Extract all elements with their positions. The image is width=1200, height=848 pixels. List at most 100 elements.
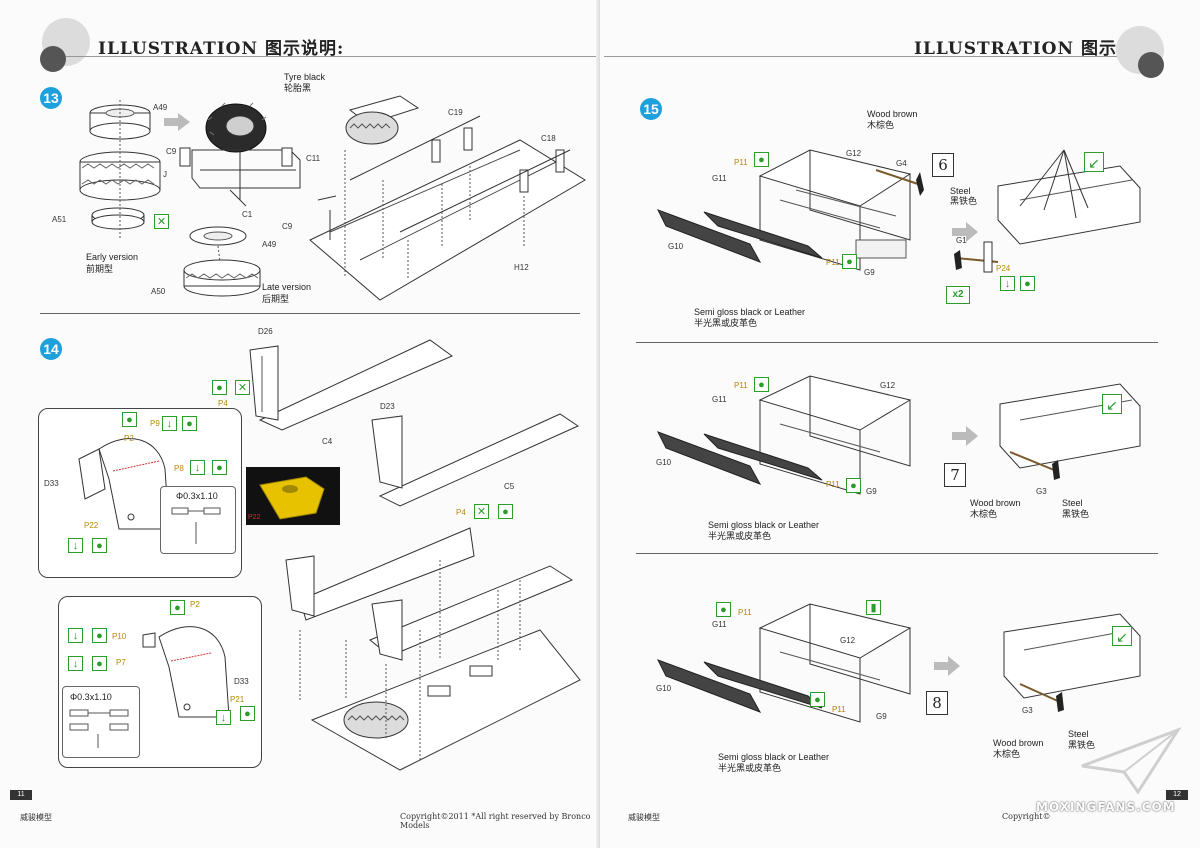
part-label-p10: P10 [112,632,127,641]
step-number-15: 15 [640,98,662,120]
part-label-h12: H12 [514,263,529,272]
glue-arrow-icon: ↓ [190,460,205,475]
paint-drop-icon: ● [212,380,227,395]
part-label-g4: G4 [896,159,907,168]
part-label-c19: C19 [448,108,463,117]
part-label-c1: C1 [242,210,253,219]
wood-brown-label-row1: Wood brown [867,109,918,119]
early-version-label-cn: 前期型 [86,264,114,274]
part-label-c9-left: C9 [166,147,177,156]
paint-drop-icon: ● [240,706,255,721]
part-label-d23: D23 [380,402,395,411]
swatch-part-label: P22 [248,514,261,521]
pin-dimension-upper-drawing [171,507,221,544]
steel-label-row1-cn: 黑铁色 [950,196,978,206]
steel-label-row1: Steel [950,186,971,196]
inset-upper-drawing [78,438,170,530]
part-label-g3-row2: G3 [1036,487,1047,496]
glue-arrow-icon: ↓ [68,656,83,671]
part-label-p11-row2-bottom: P11 [826,480,840,489]
part-label-c4: C4 [322,437,333,446]
wood-brown-label-row2-cn: 木棕色 [970,509,998,519]
brand-right: 威骏模型 [628,813,660,822]
steel-label-row3: Steel [1068,729,1089,739]
part-label-g12-row2: G12 [880,381,896,390]
part-label-g9-row1: G9 [864,268,875,277]
multi-glue-icon: ↙ [1084,152,1104,172]
page-number-left: 11 [10,790,32,800]
paint-drop-icon: ● [498,504,513,519]
semi-gloss-label-row2: Semi gloss black or Leather [708,520,820,530]
part-label-p11-row1-top: P11 [734,158,748,167]
step-number-13: 13 [40,87,62,109]
part-label-a50: A50 [151,287,166,296]
part-label-g9-row2: G9 [866,487,877,496]
header-rule-left [66,56,596,57]
step14-diagram [249,339,581,771]
semi-gloss-label-row1-cn: 半光黑或皮革色 [694,318,758,328]
section-divider-row2-row3 [636,553,1158,554]
part-label-p22: P22 [84,521,99,530]
part-label-p11-row2-top: P11 [734,381,748,390]
part-label-a51: A51 [52,215,67,224]
part-label-g11-row3: G11 [712,620,727,629]
part-label-d26: D26 [258,327,273,336]
section-divider-13-14 [40,313,580,314]
cement-icon: ✕ [154,214,169,229]
tyre-black-label: Tyre black [284,72,326,82]
page-title-left: ILLUSTRATION 图示说明: [98,39,345,59]
semi-gloss-label-row2-cn: 半光黑或皮革色 [708,531,772,541]
part-label-c9-right: C9 [282,222,293,231]
multi-glue-icon: ↙ [1102,394,1122,414]
cut-icon: ▮ [866,600,881,615]
late-version-label: Late version [262,282,312,292]
part-label-c5: C5 [504,482,515,491]
paint-drop-icon: ● [846,478,861,493]
wood-brown-label-row1-cn: 木棕色 [867,120,895,130]
glue-arrow-icon: ↓ [1000,276,1015,291]
paint-drop-icon: ● [92,656,107,671]
swatch-part-drawing [259,476,325,520]
part-label-p4-lower: P4 [456,508,466,517]
part-label-g12-row1: G12 [846,149,862,158]
section-divider-row1-row2 [636,342,1158,343]
page-number-right: 12 [1166,790,1188,800]
part-label-g1: G1 [956,236,967,245]
pin-dimension-upper [160,486,236,554]
part-label-g10-row1: G10 [668,242,684,251]
steel-label-row3-cn: 黑铁色 [1068,740,1096,750]
copyright-left: Copyright©2011 *All right reserved by Br… [400,812,591,830]
glue-arrow-icon: ↓ [216,710,231,725]
part-label-p8: P8 [174,464,184,473]
watermark-paper-plane-icon [1081,727,1182,795]
wood-brown-label-row3-cn: 木棕色 [993,749,1021,759]
pin-dimension-lower-drawing [69,709,129,748]
page-title-right: ILLUSTRATION 图示说明: [914,39,1161,59]
paint-drop-icon: ● [842,254,857,269]
pin-dimension-lower [62,686,140,758]
paint-drop-icon: ● [122,412,137,427]
inset-lower-drawing [142,626,230,718]
sub-step-box-7: 7 [944,463,966,487]
tyre-black-label-cn: 轮胎黑 [284,83,312,93]
brand-left: 威骏模型 [20,813,52,822]
part-label-p24: P24 [996,264,1011,273]
steel-label-row2: Steel [1062,498,1083,508]
part-label-d33-lower: D33 [234,677,249,686]
part-label-p11-row3-top: P11 [738,608,752,617]
glue-arrow-icon: ↓ [68,538,83,553]
part-label-p2-upper: P2 [124,434,134,443]
cement-icon: ✕ [474,504,489,519]
part-label-d33-upper: D33 [44,479,59,488]
part-label-p7: P7 [116,658,126,667]
paint-drop-icon: ● [716,602,731,617]
quantity-x2-badge: x2 [946,286,970,304]
right-page: ILLUSTRATION 图示说明: 15 Wood brown 木棕色 Ste… [600,0,1200,848]
watermark-text: MOXINGFANS.COM [1036,800,1176,814]
part-label-g11-row2: G11 [712,395,727,404]
part-label-j: J [163,170,167,179]
wood-brown-label-row3: Wood brown [993,738,1044,748]
part-label-g11-row1: G11 [712,174,727,183]
paint-drop-icon: ● [170,600,185,615]
header-rule-right [604,56,1134,57]
